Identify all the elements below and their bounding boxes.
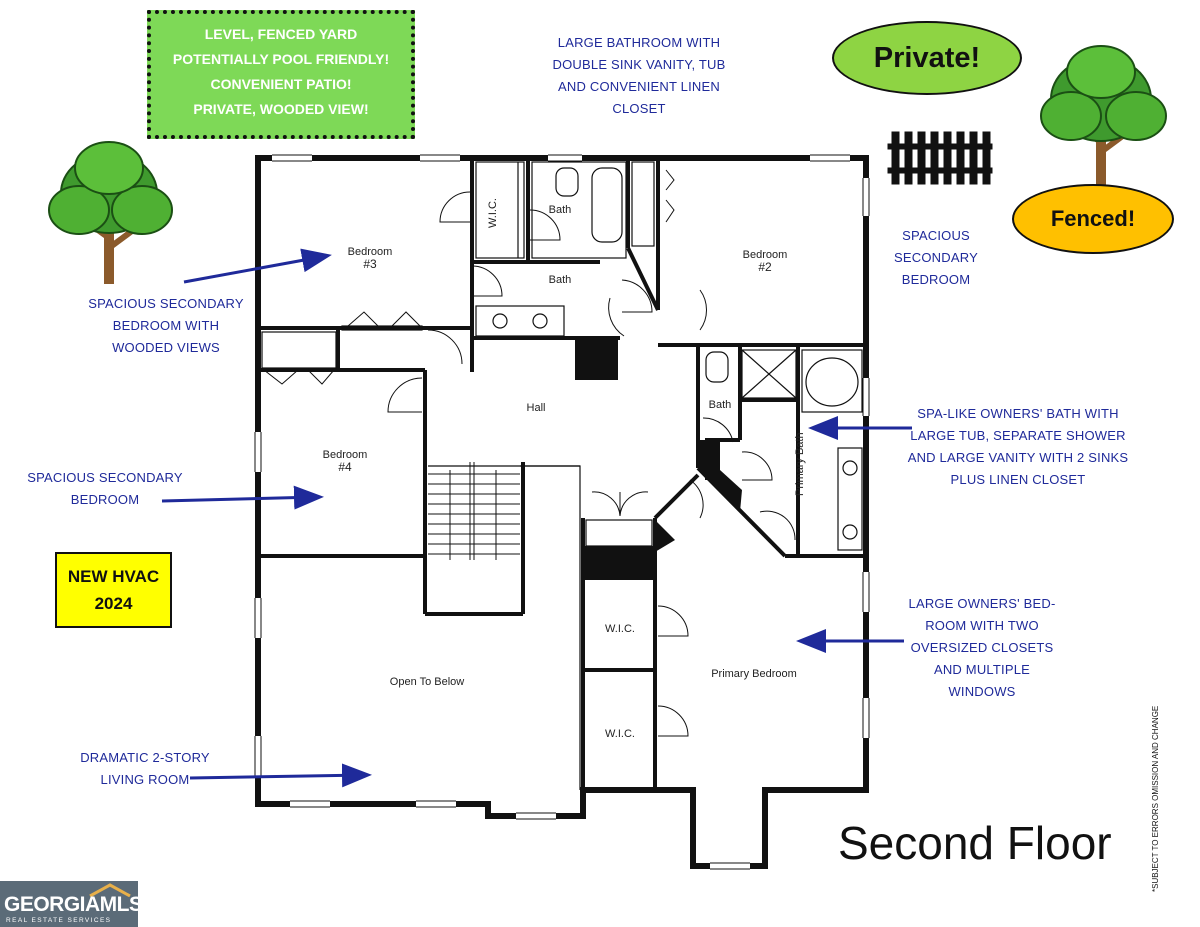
note-line: OVERSIZED CLOSETS [910, 640, 1054, 655]
note-bathroom-line: CLOSET [612, 101, 666, 116]
room-number: #4 [338, 460, 352, 474]
note-line: LIVING ROOM [100, 772, 190, 787]
logo-subtext: REAL ESTATE SERVICES [6, 917, 112, 924]
note-line: BEDROOM WITH [112, 318, 220, 333]
note-line: PLUS LINEN CLOSET [950, 472, 1086, 487]
note-line: WOODED VIEWS [112, 340, 220, 355]
note-bedroom-3: SPACIOUS SECONDARY BEDROOM WITH WOODED V… [80, 293, 252, 359]
yard-line-2: POTENTIALLY POOL FRIENDLY! [172, 51, 390, 67]
doors [263, 169, 796, 737]
arrow-bedroom3 [183, 248, 332, 284]
note-owners-bath: SPA-LIKE OWNERS' BATH WITH LARGE TUB, SE… [898, 403, 1138, 491]
roof-icon [89, 883, 131, 897]
fence-icon [887, 131, 993, 185]
yard-features-box: LEVEL, FENCED YARD POTENTIALLY POOL FRIE… [147, 10, 415, 139]
note-line: WINDOWS [948, 684, 1016, 699]
arrows [161, 248, 912, 788]
windows [254, 154, 870, 870]
room-bath-small: Bath [708, 399, 732, 411]
room-primary-bath: Primary Bath [794, 432, 806, 496]
note-line: SECONDARY [894, 250, 978, 265]
hvac-line-1: NEW HVAC [67, 567, 160, 586]
mls-logo: GEORGIAMLS REAL ESTATE SERVICES [0, 881, 143, 927]
tree-icon-left [48, 141, 173, 284]
room-bedroom-4: Bedroom #4 [305, 449, 385, 473]
solid-blocks [575, 338, 742, 580]
room-number: #3 [363, 257, 377, 271]
note-line: LARGE TUB, SEPARATE SHOWER [910, 428, 1126, 443]
note-line: AND LARGE VANITY WITH 2 SINKS [907, 450, 1129, 465]
note-line: SPACIOUS [902, 228, 970, 243]
note-line: AND MULTIPLE [933, 662, 1031, 677]
disclaimer: *SUBJECT TO ERRORS OMISSION AND CHANGE [1151, 705, 1160, 892]
note-living-room: DRAMATIC 2-STORY LIVING ROOM [62, 747, 228, 791]
arrow-living-room [189, 763, 372, 788]
room-open-to-below: Open To Below [389, 676, 465, 688]
window-frames [254, 154, 870, 870]
note-line: DRAMATIC 2-STORY [80, 750, 210, 765]
room-hall: Hall [526, 402, 546, 414]
room-bath-top: Bath [548, 204, 572, 216]
tree-icon-right [1040, 45, 1167, 200]
note-line: ROOM WITH TWO [925, 618, 1039, 633]
room-bedroom-3: Bedroom #3 [330, 246, 410, 270]
fenced-badge: Fenced! [1012, 184, 1174, 254]
note-bathroom-line: AND CONVENIENT LINEN [558, 79, 720, 94]
fixtures [261, 161, 863, 790]
yard-line-4: PRIVATE, WOODED VIEW! [193, 101, 369, 117]
note-line: LARGE OWNERS' BED- [908, 596, 1056, 611]
private-badge: Private! [832, 21, 1022, 95]
page-title: Second Floor [838, 817, 1112, 869]
note-secondary-bedroom-2: SPACIOUS SECONDARY BEDROOM [880, 225, 992, 291]
note-line: SPACIOUS SECONDARY [27, 470, 183, 485]
room-label: Bedroom [347, 246, 393, 258]
note-line: BEDROOM [901, 272, 971, 287]
room-label: Bedroom [742, 249, 788, 261]
stairs [428, 462, 520, 560]
note-line: SPA-LIKE OWNERS' BATH WITH [917, 406, 1119, 421]
logo-text: GEORGIAMLS [4, 893, 143, 916]
arrow-bedroom4 [161, 485, 324, 510]
room-bedroom-2: Bedroom #2 [725, 249, 805, 273]
room-number: #2 [758, 260, 772, 274]
note-bathroom-line: DOUBLE SINK VANITY, TUB [552, 57, 726, 72]
room-primary-bedroom: Primary Bedroom [711, 668, 797, 680]
room-wic-2: W.I.C. [605, 728, 635, 740]
yard-line-1: LEVEL, FENCED YARD [204, 26, 358, 42]
note-owners-bedroom: LARGE OWNERS' BED- ROOM WITH TWO OVERSIZ… [898, 593, 1066, 703]
hvac-line-2: 2024 [94, 594, 133, 613]
note-line: SPACIOUS SECONDARY [88, 296, 244, 311]
note-bathroom: LARGE BATHROOM WITH DOUBLE SINK VANITY, … [544, 32, 734, 120]
note-bathroom-line: LARGE BATHROOM WITH [557, 35, 721, 50]
note-bedroom-4: SPACIOUS SECONDARY BEDROOM [22, 467, 188, 511]
room-wic-1: W.I.C. [605, 623, 635, 635]
room-bath-mid: Bath [548, 274, 572, 286]
hvac-badge: NEW HVAC 2024 [55, 552, 172, 628]
room-wic-top: W.I.C. [487, 198, 499, 228]
note-line: BEDROOM [70, 492, 140, 507]
exterior-walls [255, 155, 869, 869]
yard-line-3: CONVENIENT PATIO! [210, 76, 352, 92]
room-label: Bedroom [322, 449, 368, 461]
